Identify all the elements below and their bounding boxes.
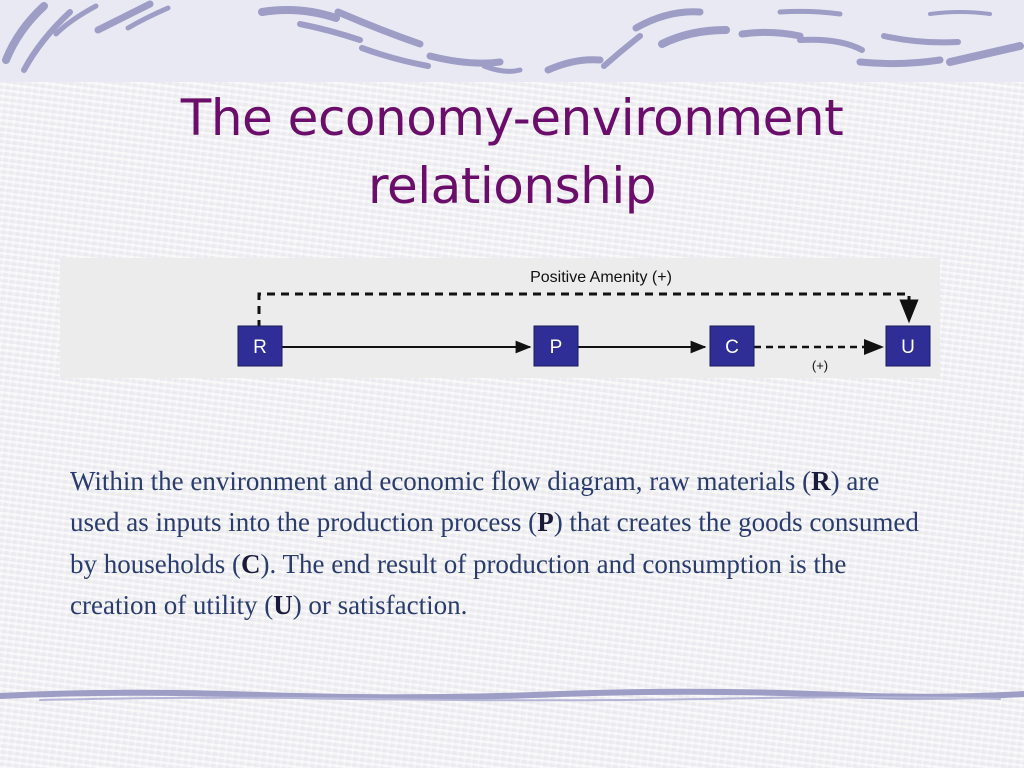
c-to-u-positive-label: (+) [812, 358, 828, 373]
node-u: U [885, 325, 931, 367]
paragraph-r: R [811, 466, 831, 496]
slide-title: The economy-environment relationship [62, 84, 962, 220]
decorative-brush-strokes [2, 0, 1024, 74]
economy-environment-flow-diagram: Positive Amenity (+) (+) R P C U [60, 258, 940, 378]
paragraph-u: U [273, 590, 293, 621]
slide-title-line-2: relationship [368, 157, 656, 215]
positive-amenity-dashed-arrow [257, 292, 919, 328]
flow-diagram-canvas: Positive Amenity (+) (+) R P C U [237, 269, 931, 373]
node-c: C [709, 325, 755, 367]
positive-amenity-label: Positive Amenity (+) [530, 269, 672, 286]
decorative-header-band [0, 0, 1024, 82]
paragraph-part-4: ). The end result of production and cons… [70, 548, 847, 621]
slide-title-line-1: The economy-environment [180, 89, 844, 147]
paragraph-part-5: ) or satisfaction. [292, 590, 468, 621]
explanation-paragraph: Within the environment and economic flow… [70, 461, 930, 627]
node-u-label: U [901, 337, 915, 358]
decorative-bottom-rule [0, 682, 1024, 712]
paragraph-part-3: ) that creates the goods consumed by hou… [70, 507, 919, 579]
node-p-label: P [550, 337, 563, 358]
bottom-brush-stroke [0, 688, 1024, 702]
node-p: P [533, 325, 579, 367]
paragraph-part-1: Within the environment and economic flow… [70, 466, 812, 496]
node-c-label: C [725, 337, 739, 358]
paragraph-p: P [537, 507, 554, 538]
node-r-label: R [253, 337, 267, 358]
paragraph-part-2: ) are used as inputs into the production… [70, 466, 880, 538]
node-r: R [237, 325, 283, 367]
paragraph-c: C [241, 548, 261, 579]
